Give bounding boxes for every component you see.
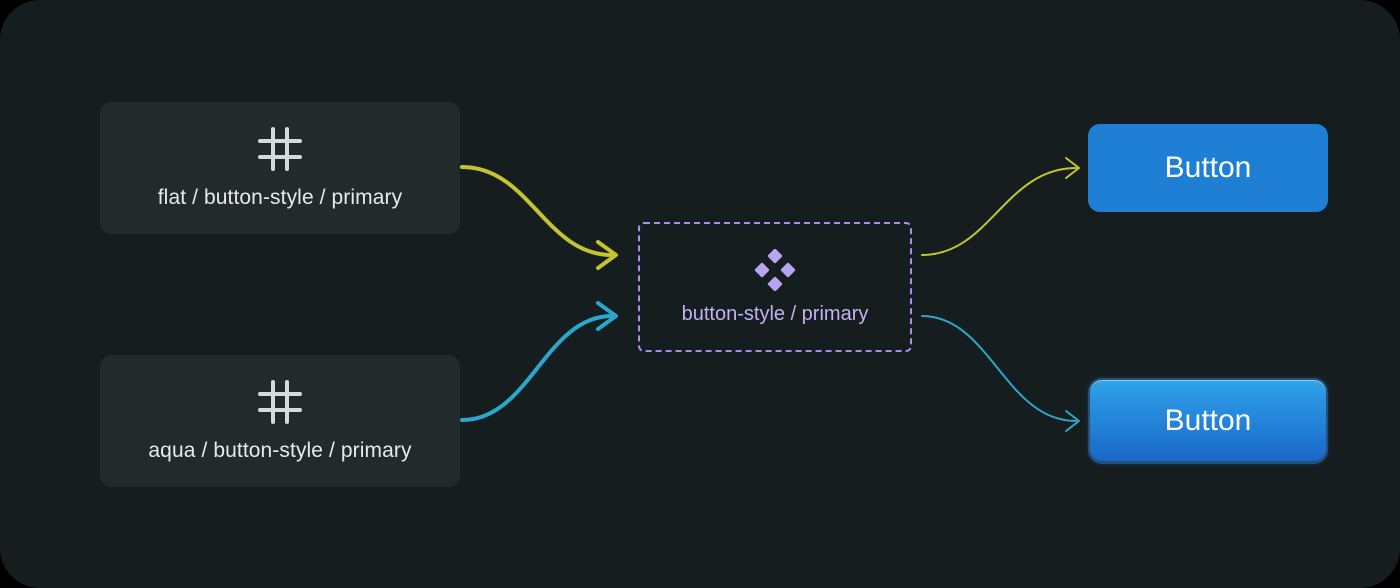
- edge-flat-in: [460, 165, 614, 257]
- output-button-flat-label: Button: [1164, 151, 1252, 184]
- hash-icon: [258, 127, 302, 171]
- hash-icon: [258, 380, 302, 424]
- edge-aqua-in: [460, 314, 614, 422]
- output-button-aqua[interactable]: Button: [1088, 378, 1328, 464]
- output-button-flat[interactable]: Button: [1088, 124, 1328, 212]
- center-node-button-style-primary[interactable]: button-style / primary: [638, 222, 912, 352]
- output-button-aqua-label: Button: [1164, 404, 1252, 437]
- edge-flat-out-arrowhead: [1065, 157, 1080, 179]
- edge-aqua-in-arrowhead: [596, 301, 618, 331]
- diamond-cluster-icon: [754, 248, 796, 291]
- edge-flat-in-arrowhead: [596, 240, 618, 270]
- token-card-aqua[interactable]: aqua / button-style / primary: [100, 355, 460, 487]
- token-card-aqua-label: aqua / button-style / primary: [148, 439, 412, 462]
- edge-aqua-out: [921, 315, 1077, 422]
- token-card-flat-label: flat / button-style / primary: [157, 186, 403, 209]
- edge-aqua-out-arrowhead: [1065, 410, 1080, 432]
- token-card-flat[interactable]: flat / button-style / primary: [100, 102, 460, 234]
- center-node-label: button-style / primary: [681, 302, 869, 325]
- edge-flat-out: [921, 167, 1077, 256]
